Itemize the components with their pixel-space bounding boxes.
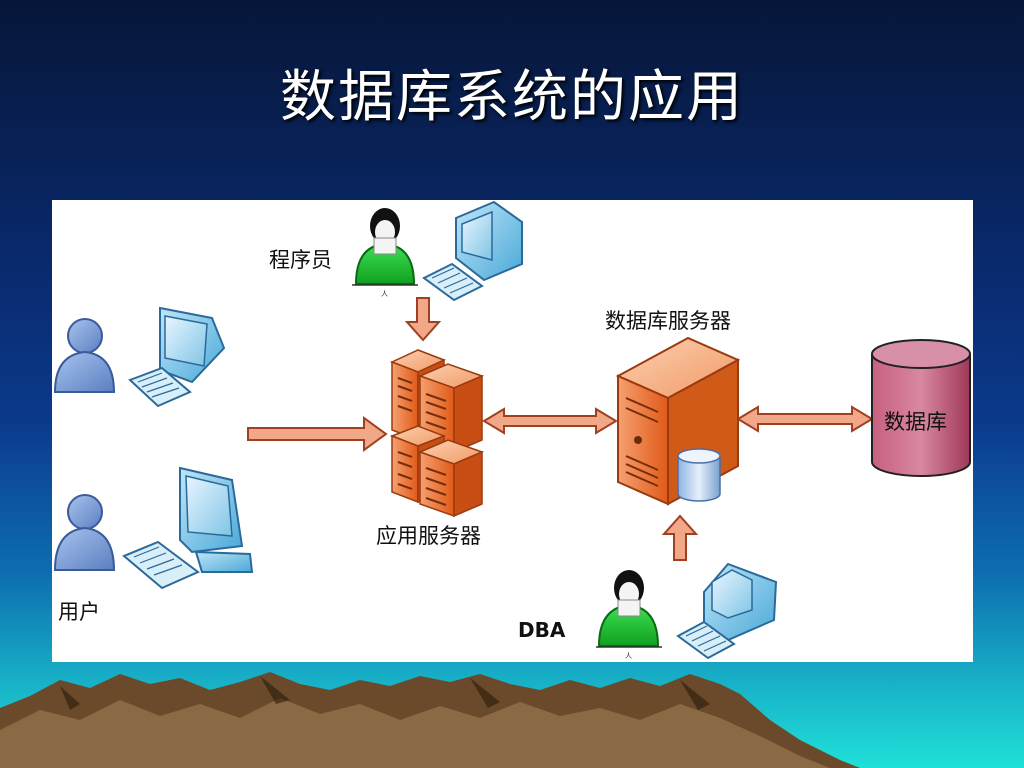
diagram-canvas: 人 [53,200,971,660]
user-icon-top [53,318,116,393]
mountain-landscape [0,672,860,768]
user-label: 用户 [58,600,100,624]
diagram-panel: 人 [52,200,973,662]
app-server-icon [389,349,485,518]
arrow-programmer-to-app-server [404,297,442,342]
arrow-users-to-app-server [247,416,388,452]
database-cylinder-icon [871,339,971,477]
user-computer-bottom-icon [122,466,254,590]
user-icon-bottom [53,494,116,571]
programmer-label: 程序员 [269,248,332,272]
arrow-app-server-db-server [482,407,618,435]
arrow-dba-to-db-server [661,514,699,561]
dba-caption: 人 [625,652,632,660]
dba-person-icon [596,570,662,648]
database-label: 数据库 [884,410,947,434]
slide-title: 数据库系统的应用 [280,65,744,130]
programmer-computer-icon [422,200,523,302]
dba-label: DBA [518,618,566,642]
arrow-db-server-database [736,405,874,433]
dba-computer-icon [676,562,778,660]
programmer-caption: 人 [381,290,388,298]
database-server-icon [615,336,741,506]
database-server-label: 数据库服务器 [605,309,731,333]
app-server-label: 应用服务器 [376,524,481,548]
user-computer-top-icon [128,306,226,408]
programmer-person-icon [352,208,418,286]
